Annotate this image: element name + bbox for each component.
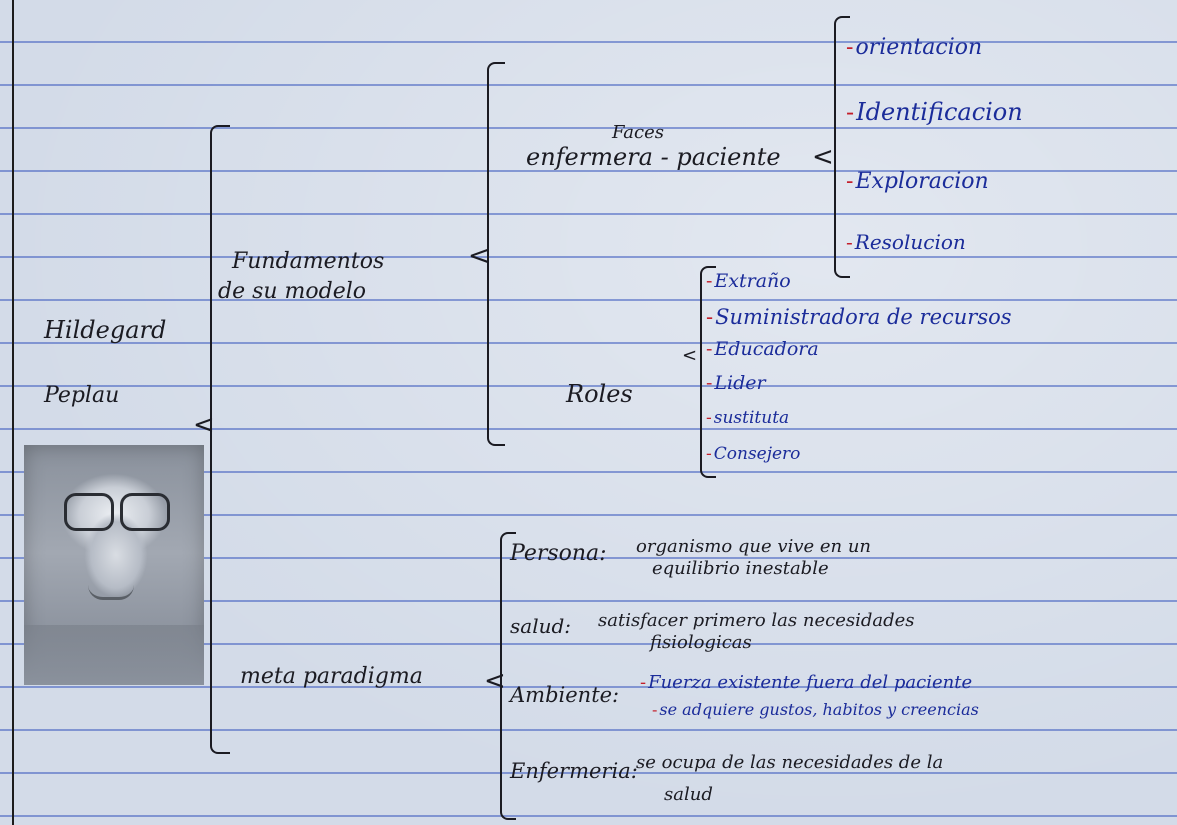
fase-item-2: -Identificacion — [846, 98, 1023, 126]
salud-line2: fisiologicas — [650, 632, 752, 653]
fundamentos-label-line1: Fundamentos — [232, 249, 385, 274]
main-bracket — [210, 125, 230, 754]
fases-bracket — [834, 16, 850, 278]
torso-shape — [24, 625, 204, 685]
rol-item-1: -Extraño — [706, 270, 791, 292]
fase-item-1: -orientacion — [846, 35, 983, 60]
metaparadigma-bracket — [500, 532, 516, 820]
root-name-line2: Peplau — [44, 383, 120, 408]
fundamentos-chevron-icon: < — [468, 241, 490, 271]
ambiente-term: Ambiente: — [510, 683, 620, 707]
salud-term: salud: — [510, 614, 572, 638]
rol-item-6: -Consejero — [706, 444, 801, 464]
ambiente-line2: -se adquiere gustos, habitos y creencias — [652, 700, 979, 719]
persona-line1: organismo que vive en un — [636, 536, 872, 557]
portrait-photo — [24, 445, 204, 685]
smile-shape — [88, 585, 134, 600]
fase-item-3: -Exploracion — [846, 169, 989, 194]
roles-label: Roles — [566, 380, 633, 408]
enfermeria-line1: se ocupa de las necesidades de la — [636, 752, 944, 773]
rol-item-5: -sustituta — [706, 408, 790, 428]
enfermeria-line2: salud — [664, 784, 713, 805]
main-bracket-chevron-icon: < — [193, 410, 215, 440]
fase-item-4: -Resolucion — [846, 230, 966, 254]
fases-label-main: enfermera - paciente — [526, 143, 781, 171]
roles-chevron-icon: < — [682, 345, 698, 366]
persona-line2: equilibrio inestable — [652, 558, 829, 579]
fases-chevron-icon: < — [812, 142, 834, 172]
rol-item-2: -Suministradora de recursos — [706, 305, 1012, 329]
enfermeria-term: Enfermeria: — [510, 759, 638, 783]
rol-item-3: -Educadora — [706, 338, 819, 360]
metaparadigma-label: meta paradigma — [240, 664, 423, 689]
ambiente-line1: -Fuerza existente fuera del paciente — [640, 672, 973, 693]
salud-line1: satisfacer primero las necesidades — [598, 610, 915, 631]
rol-item-4: -Lider — [706, 372, 766, 394]
margin-line — [12, 0, 14, 825]
persona-term: Persona: — [510, 541, 607, 566]
fundamentos-bracket — [487, 62, 505, 446]
root-name-line1: Hildegard — [44, 316, 167, 344]
roles-bracket — [700, 266, 716, 478]
fundamentos-label-line2: de su modelo — [218, 279, 367, 304]
fases-label-top: Faces — [612, 122, 664, 143]
glasses-icon — [64, 493, 174, 533]
